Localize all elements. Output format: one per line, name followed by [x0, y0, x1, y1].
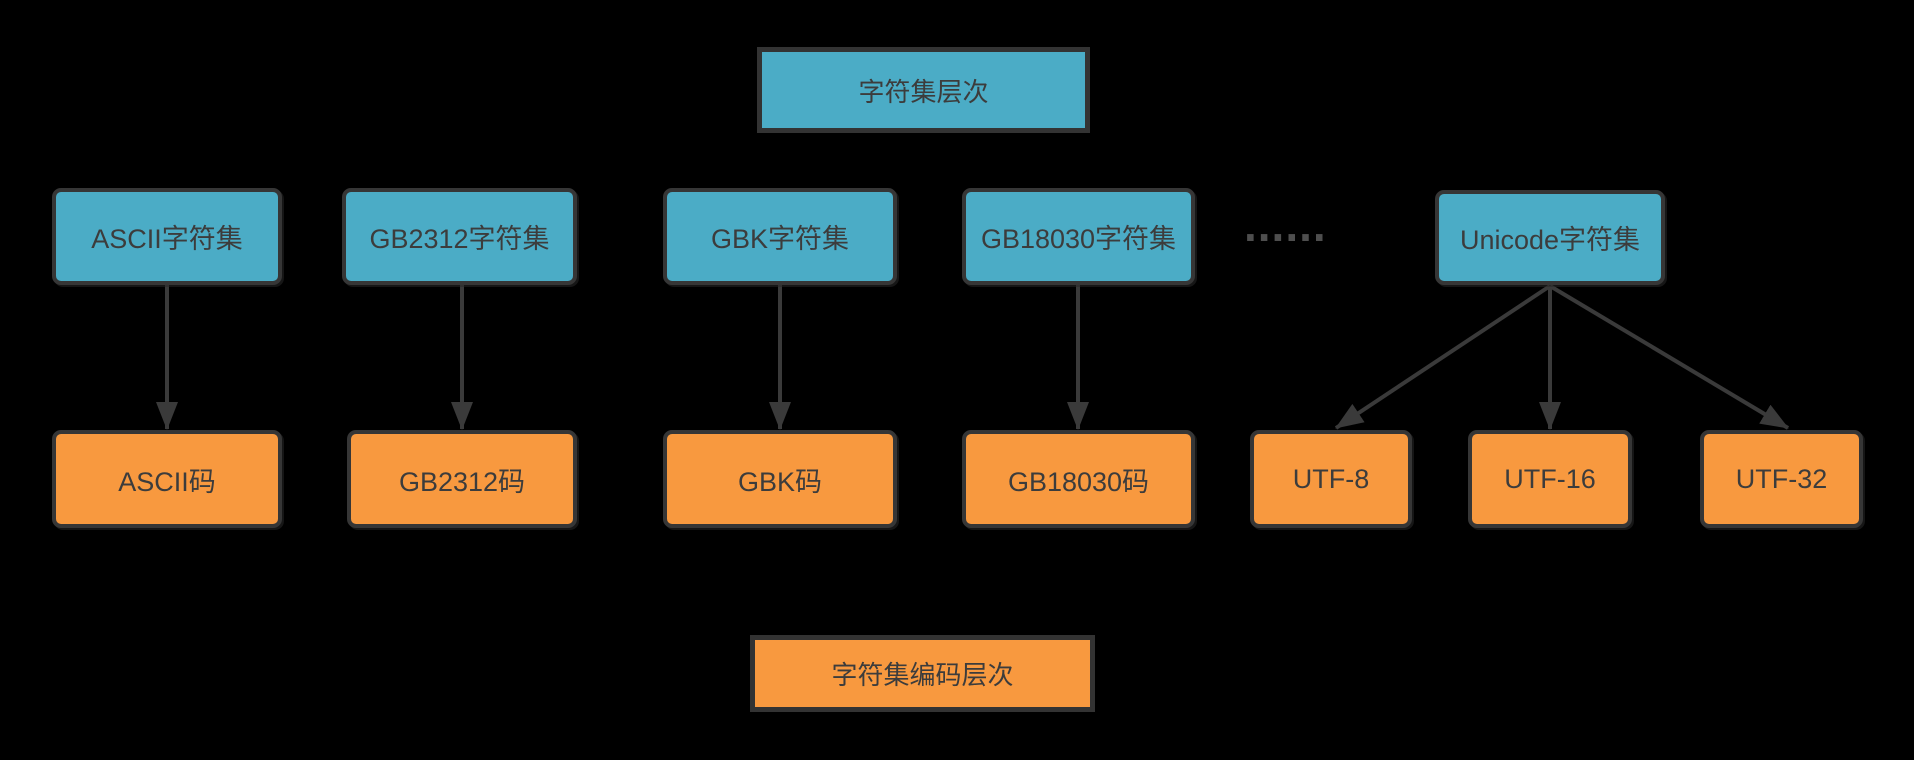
- node-label: GB2312码: [398, 466, 526, 497]
- node-utf-8: UTF-8: [1250, 430, 1412, 528]
- node-label: 字符集层次: [858, 76, 989, 107]
- node-gb18030-code: GB18030码: [962, 430, 1195, 528]
- node-label: ASCII码: [118, 466, 216, 497]
- node-label: GB2312字符集: [369, 224, 550, 254]
- node-ascii-charset: ASCII字符集: [52, 188, 282, 285]
- arrow-unicode-utf32: [1548, 284, 1790, 430]
- node-label: 字符集编码层次: [831, 660, 1014, 690]
- node-gbk-charset: GBK字符集: [663, 188, 897, 285]
- node-gb2312-code: GB2312码: [347, 430, 577, 528]
- node-label: GBK字符集: [710, 224, 850, 254]
- node-encoding-hierarchy-title: 字符集编码层次: [750, 635, 1095, 712]
- node-utf-32: UTF-32: [1700, 430, 1863, 528]
- node-gb2312-charset: GB2312字符集: [342, 188, 577, 285]
- node-label: GB18030码: [1007, 466, 1150, 497]
- node-unicode-charset: Unicode字符集: [1435, 190, 1665, 285]
- node-charset-hierarchy-title: 字符集层次: [757, 47, 1090, 133]
- node-gbk-code: GBK码: [663, 430, 897, 528]
- node-label: GBK码: [737, 466, 823, 497]
- node-label: UTF-8: [1292, 463, 1370, 494]
- arrow-unicode-utf8: [1334, 284, 1552, 430]
- node-utf-16: UTF-16: [1468, 430, 1632, 528]
- node-gb18030-charset: GB18030字符集: [962, 188, 1195, 285]
- node-label: UTF-32: [1735, 463, 1828, 494]
- ellipsis-dots: ......: [1244, 199, 1327, 251]
- node-label: ASCII字符集: [91, 224, 243, 254]
- node-label: GB18030字符集: [980, 224, 1177, 254]
- node-ascii-code: ASCII码: [52, 430, 282, 528]
- node-label: UTF-16: [1504, 463, 1596, 494]
- node-label: Unicode字符集: [1459, 225, 1641, 255]
